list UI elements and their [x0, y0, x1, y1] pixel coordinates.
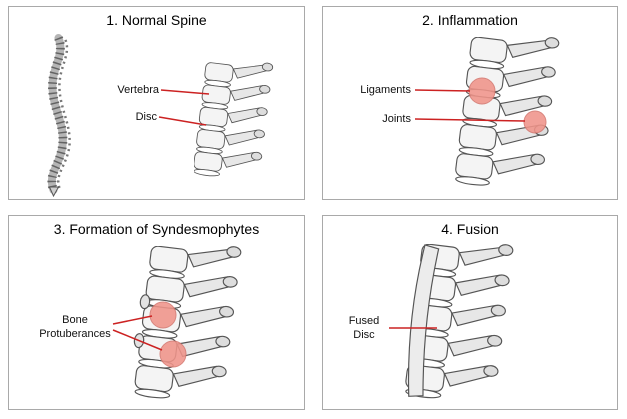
- vertebra-label: Vertebra: [117, 84, 159, 96]
- panel-fusion: 4. Fusion Fused Disc: [322, 215, 618, 410]
- panel-3-title: 3. Formation of Syndesmophytes: [53, 221, 260, 237]
- joints-label: Joints: [382, 113, 411, 125]
- panel-syndesmophytes: 3. Formation of Syndesmophytes Bone Prot…: [8, 215, 305, 410]
- panel-4-title: 4. Fusion: [441, 221, 499, 237]
- vertebrae-closeup-illustration: [453, 37, 560, 194]
- panel-2-title: 2. Inflammation: [422, 12, 518, 28]
- disc-label: Disc: [135, 111, 157, 123]
- panel-inflammation: 2. Inflammation Ligaments Joints: [322, 6, 618, 200]
- panel-normal-spine: 1. Normal Spine Vertebra Disc: [8, 6, 305, 200]
- full-spine-illustration: [47, 33, 71, 197]
- vertebrae-closeup-illustration: [403, 244, 514, 407]
- bone-protuberances-label: Bone Protuberances: [39, 314, 111, 340]
- panel-1-title: 1. Normal Spine: [106, 12, 207, 28]
- ligaments-label: Ligaments: [360, 84, 411, 96]
- vertebrae-closeup-illustration: [132, 246, 242, 407]
- fused-disc-label: Fused Disc: [348, 315, 380, 341]
- vertebrae-closeup-illustration: [194, 59, 274, 183]
- fused-anterior-column: [407, 244, 440, 397]
